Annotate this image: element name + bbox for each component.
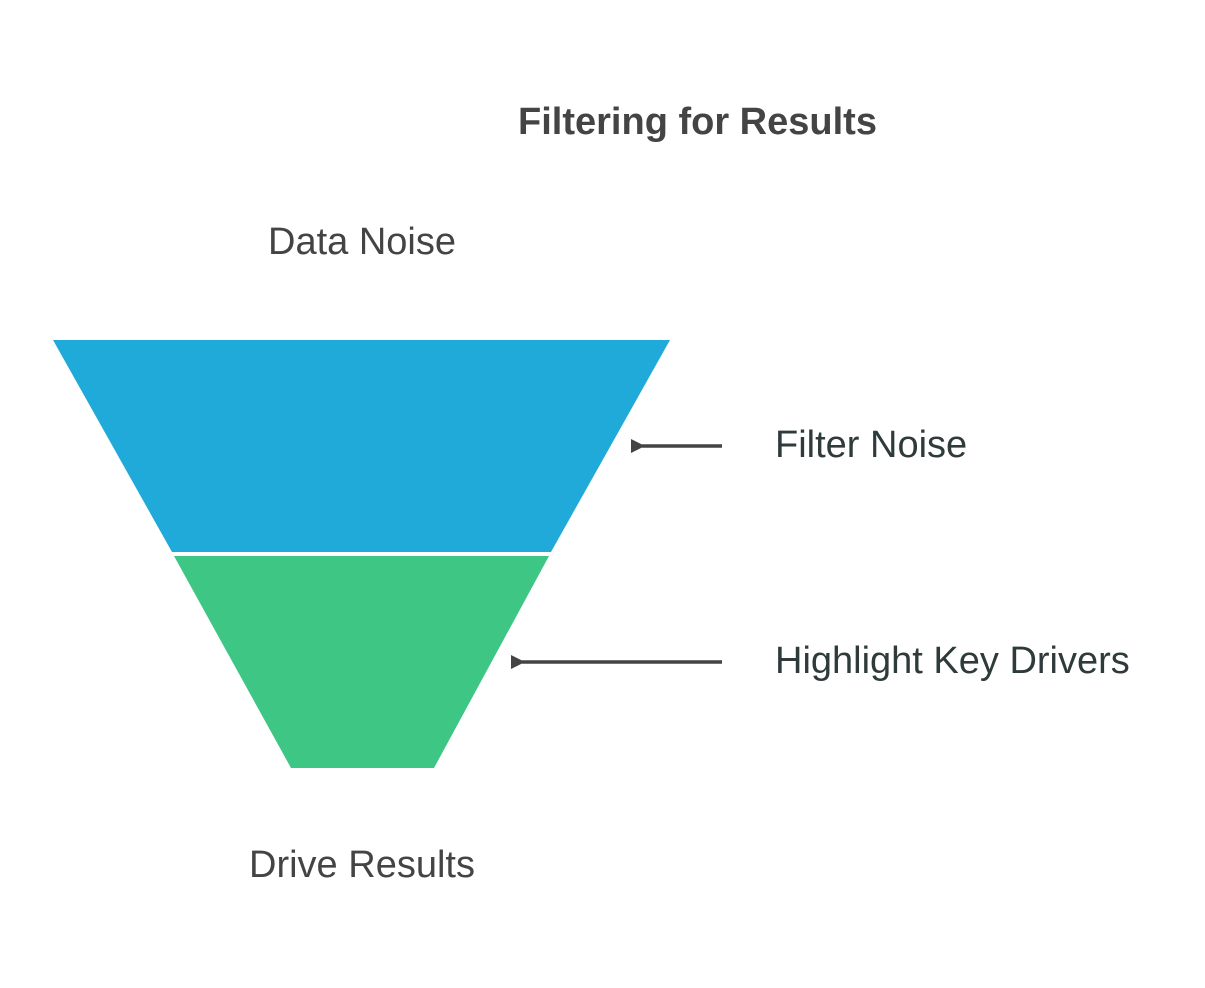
diagram-title: Filtering for Results [518,101,877,143]
stage-label-highlight-key-drivers: Highlight Key Drivers [775,640,1130,682]
funnel-stage-highlight-key-drivers [174,556,549,768]
funnel-stage-filter-noise [53,340,670,552]
funnel-top-label: Data Noise [268,221,456,263]
funnel-bottom-label: Drive Results [249,844,475,886]
stage-label-filter-noise: Filter Noise [775,424,968,466]
